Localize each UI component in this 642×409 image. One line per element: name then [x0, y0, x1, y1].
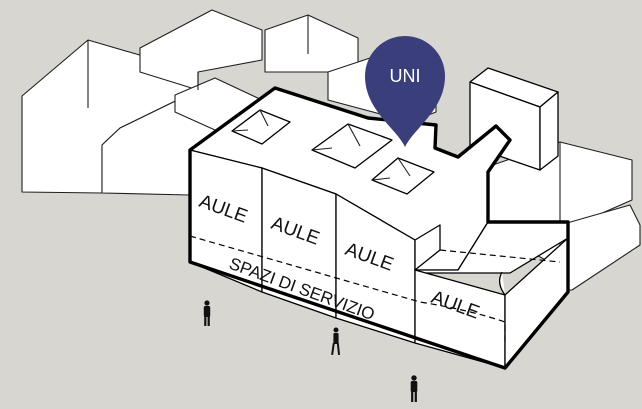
- service-band: [189, 235, 506, 345]
- pin-label: UNI: [390, 66, 421, 86]
- pin-marker-icon: [365, 36, 445, 147]
- person-icon: [331, 327, 341, 356]
- roof-shaft-2: [311, 123, 393, 169]
- context-building-back-2: [264, 14, 359, 73]
- person-icon: [410, 375, 418, 402]
- roof-shaft-3: [371, 157, 435, 195]
- roof-shaft-1: [231, 109, 291, 145]
- person-icon: [203, 300, 211, 326]
- university-building: [188, 86, 570, 370]
- context-building-back-1: [139, 9, 263, 91]
- location-pin: UNI: [365, 36, 445, 147]
